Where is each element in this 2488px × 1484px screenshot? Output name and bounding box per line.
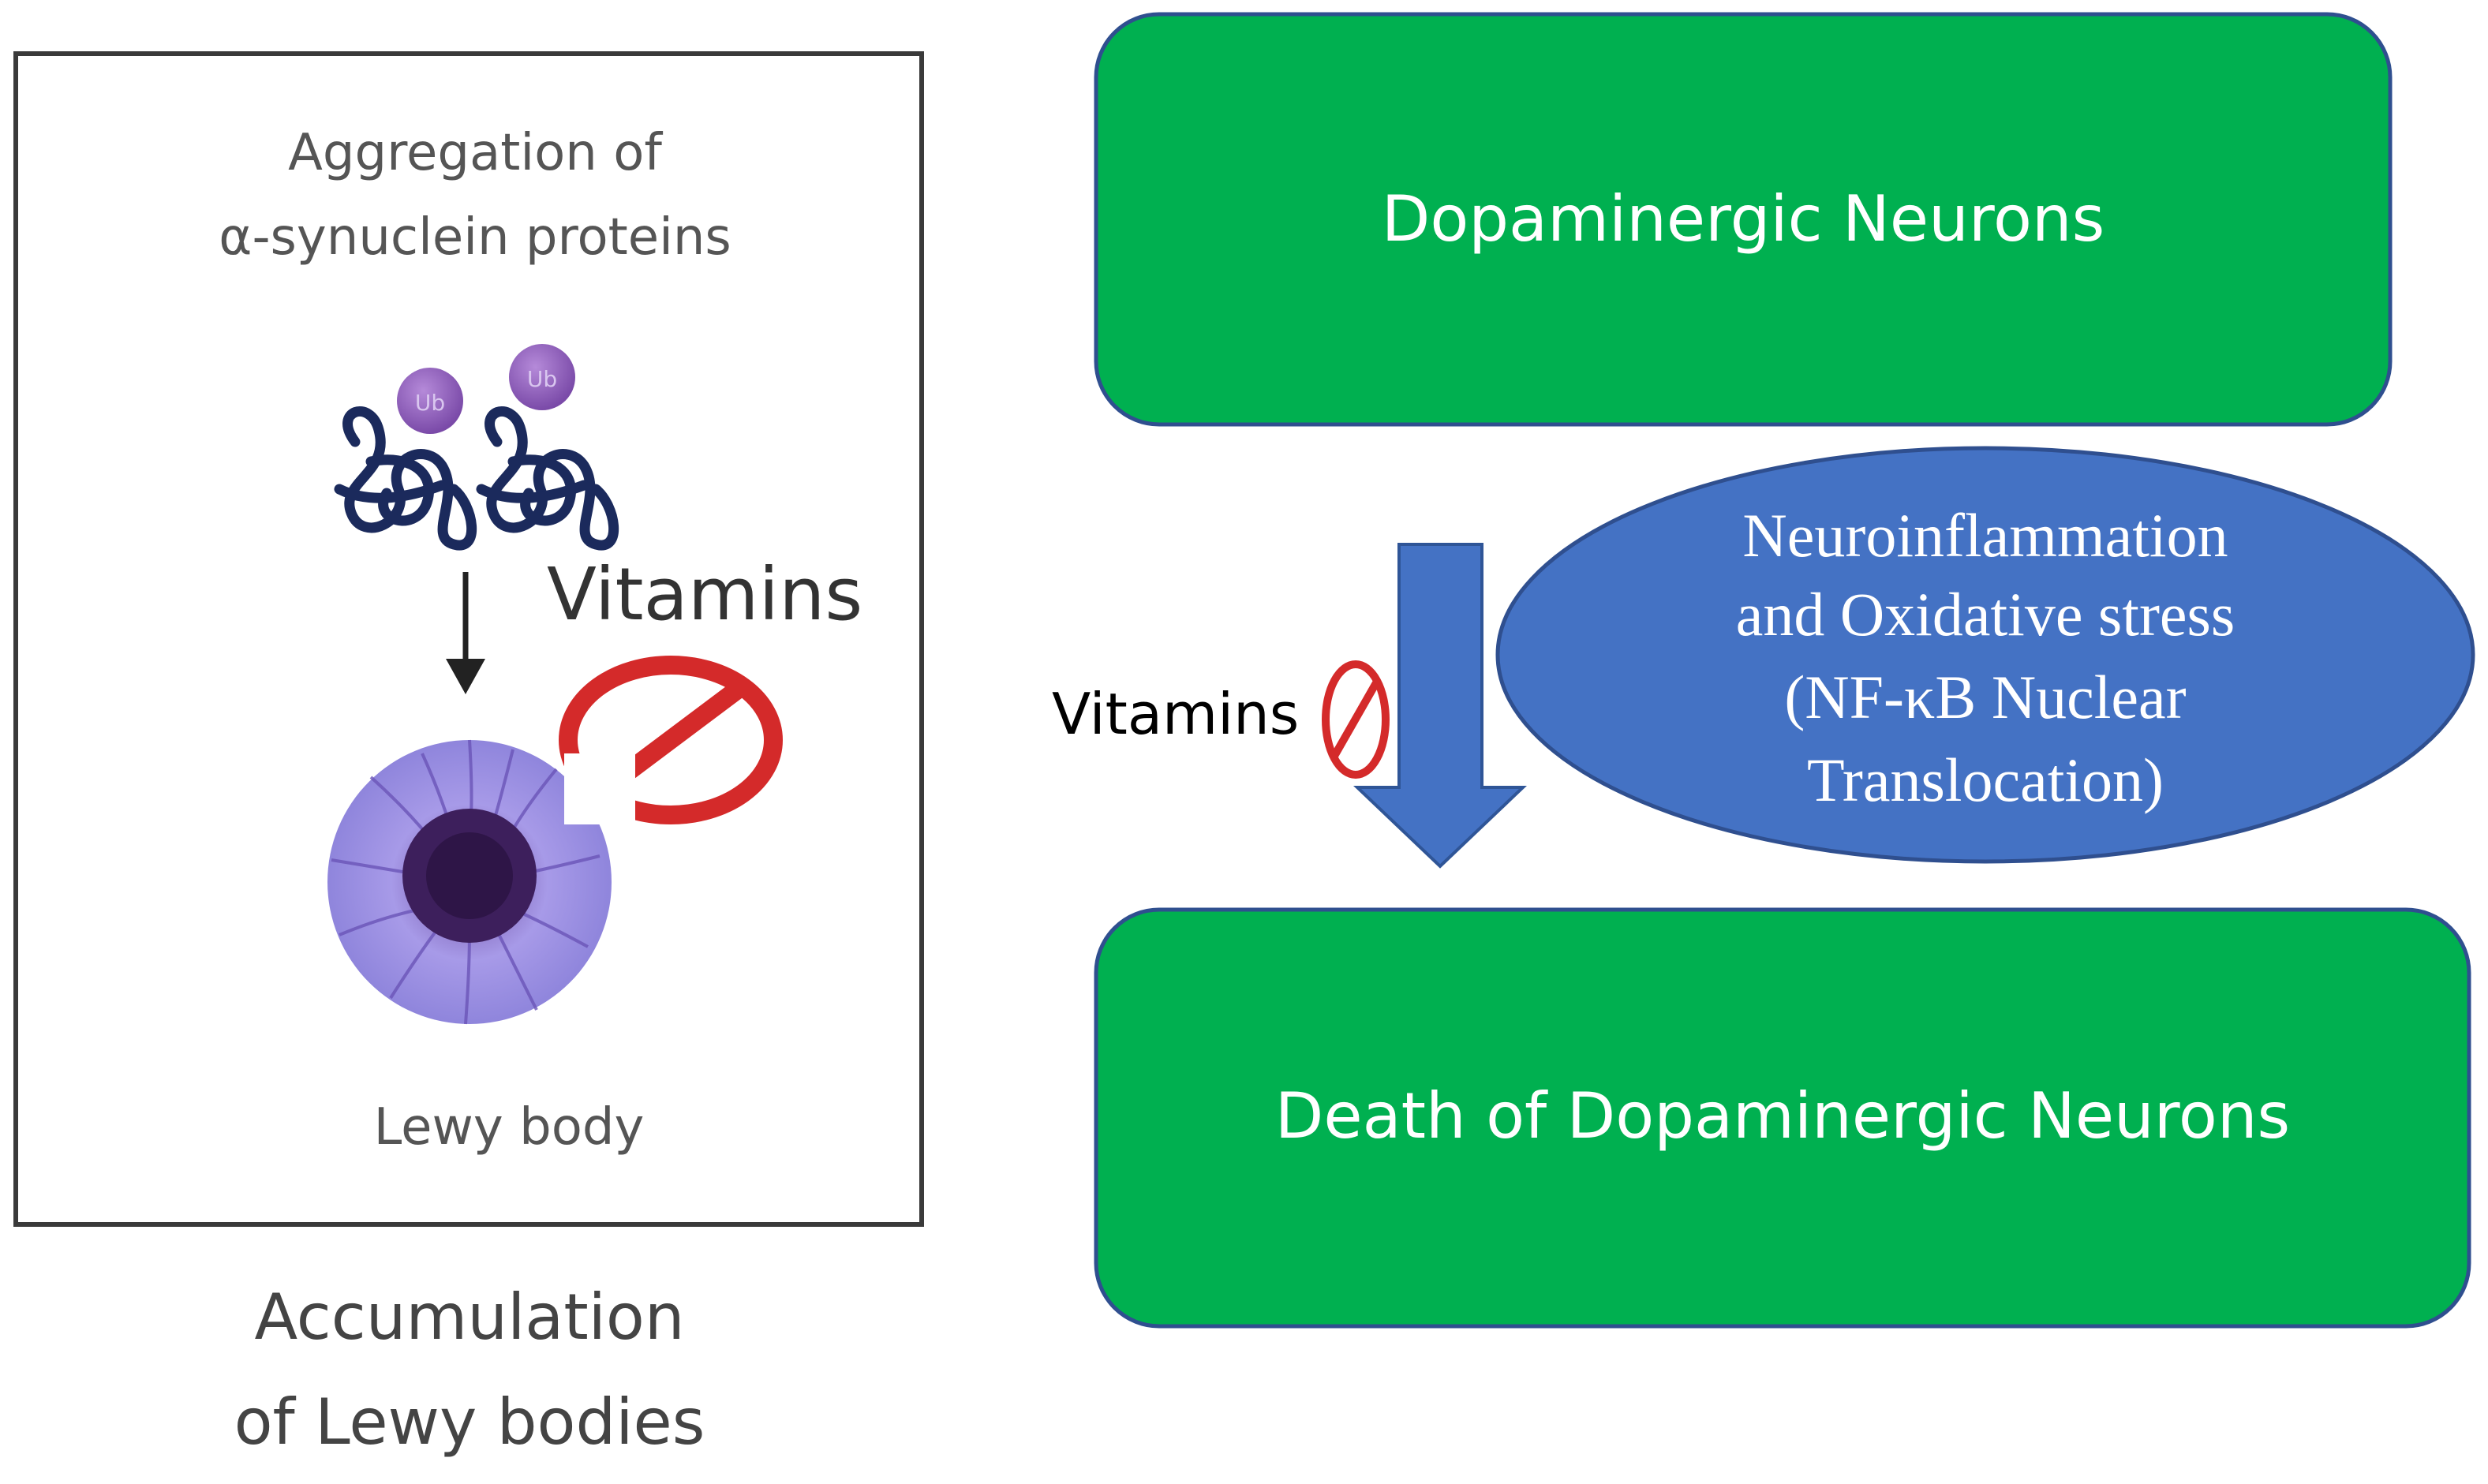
death-of-neurons-label: Death of Dopaminergic Neurons: [1275, 1079, 2290, 1153]
ellipse-node: Neuroinflammation and Oxidative stress (…: [1495, 446, 2475, 864]
dopaminergic-neurons-box: [1094, 12, 2393, 427]
ellipse-line1: Neuroinflammation: [1742, 501, 2228, 570]
ellipse-line4: Translocation): [1807, 746, 2164, 814]
inhibition-icon: [1322, 660, 1390, 779]
ellipse-line2: and Oxidative stress: [1736, 580, 2235, 649]
aggregation-heading-line2: α-synuclein proteins: [219, 208, 731, 267]
ellipse-line3: (NF-κB Nuclear: [1784, 663, 2186, 731]
ubiquitin-icon: Ub: [509, 344, 575, 410]
caption-line1: Accumulation: [254, 1280, 684, 1354]
neuroinflammation-ellipse: [1495, 446, 2475, 864]
aggregation-heading-line1: Aggregation of: [288, 124, 663, 182]
bottom-box: Death of Dopaminergic Neurons: [1094, 907, 2471, 1329]
svg-text:Ub: Ub: [527, 366, 557, 392]
caption-line2: of Lewy bodies: [234, 1385, 705, 1459]
top-box: Dopaminergic Neurons: [1094, 12, 2393, 427]
aggregation-down-arrow: [446, 572, 485, 694]
left-panel-frame: [13, 51, 924, 1227]
lewy-body-icon: [327, 739, 635, 1025]
ubiquitin-icon: Ub: [397, 368, 463, 434]
alpha-synuclein-protein-icon: [334, 406, 477, 551]
dopaminergic-neurons-label: Dopaminergic Neurons: [1382, 182, 2105, 256]
svg-text:Ub: Ub: [415, 390, 445, 416]
left-panel: Aggregation of α-synuclein proteins Ub U…: [13, 51, 924, 1227]
death-of-neurons-box: [1094, 907, 2471, 1329]
flow-down-arrow: [1353, 543, 1527, 869]
alpha-synuclein-protein-icon: [476, 406, 619, 551]
vitamins-label-left: Vitamins: [547, 552, 862, 637]
lewy-body-label: Lewy body: [374, 1098, 645, 1157]
vitamins-label-right: Vitamins: [1052, 681, 1299, 747]
